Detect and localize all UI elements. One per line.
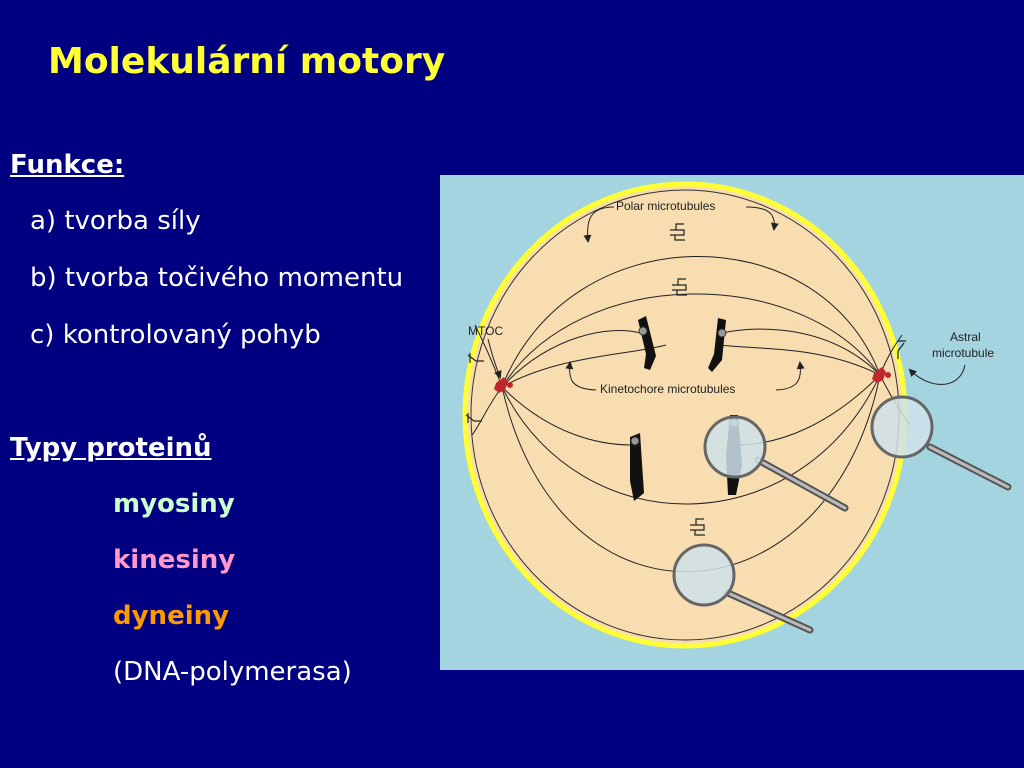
motor-proteins [465, 223, 906, 536]
mtoc-left [494, 377, 513, 393]
label-polar-microtubules: Polar microtubules [616, 199, 715, 213]
protein-dna-polymerasa: (DNA-polymerasa) [113, 657, 352, 687]
protein-kinesiny: kinesiny [113, 545, 236, 575]
label-mtoc: MTOC [468, 324, 503, 338]
magnifier-2 [870, 395, 1012, 491]
label-astral-1: Astral [950, 330, 981, 344]
spindle-diagram: Polar microtubules MTOC Astral microtubu… [462, 181, 1012, 649]
funkce-heading: Funkce: [10, 150, 125, 180]
label-kinetochore-microtubules: Kinetochore microtubules [600, 382, 735, 396]
protein-myosiny: myosiny [113, 489, 235, 519]
magnifier-3 [672, 543, 814, 634]
label-astral-2: microtubule [932, 346, 994, 360]
mtoc-right [872, 367, 891, 383]
protein-dyneiny: dyneiny [113, 601, 230, 631]
funkce-item-c: c) kontrolovaný pohyb [30, 320, 321, 350]
funkce-item-b: b) tvorba točivého momentu [30, 263, 404, 293]
funkce-item-a: a) tvorba síly [30, 206, 201, 236]
mitotic-spindle-figure: Polar microtubules MTOC Astral microtubu… [440, 175, 1024, 670]
slide-title: Molekulární motory [48, 41, 446, 82]
magnifier-1 [703, 415, 849, 512]
typy-heading: Typy proteinů [10, 433, 212, 463]
